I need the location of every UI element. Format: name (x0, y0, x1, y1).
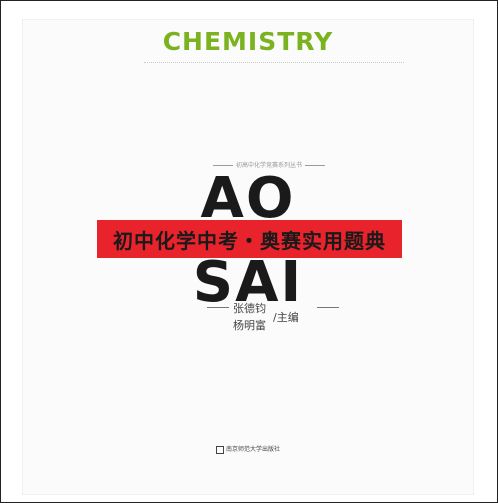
author-dash-right (317, 307, 339, 308)
publisher-name: 南京师范大学出版社 (225, 446, 280, 453)
subtitle-banner: 初中化学中考・奥赛实用题典 (97, 220, 402, 258)
book-cover: CHEMISTRY 初高中化学竞赛系列丛书 AO 初中化学中考・奥赛实用题典 S… (22, 19, 474, 495)
publisher: 南京师范大学出版社 (22, 444, 474, 454)
author-role: /主编 (273, 311, 299, 324)
title-sai: SAI (192, 250, 304, 315)
series-label: 初高中化学竞赛系列丛书 (204, 160, 334, 170)
subtitle-text: 初中化学中考・奥赛实用题典 (113, 228, 386, 253)
author-dash-left (207, 307, 229, 308)
series-text: 初高中化学竞赛系列丛书 (235, 162, 302, 169)
series-rule-left (212, 165, 233, 166)
author-name-1: 张德钧 (233, 302, 266, 315)
series-rule-right (305, 165, 325, 166)
publisher-logo-icon (215, 445, 224, 454)
authors-block: 张德钧 杨明富 /主编 (207, 300, 347, 340)
title-ao: AO (200, 166, 296, 231)
brand-title: CHEMISTRY (162, 27, 334, 56)
author-name-2: 杨明富 (233, 319, 266, 332)
decorative-dotted-line (144, 62, 404, 63)
